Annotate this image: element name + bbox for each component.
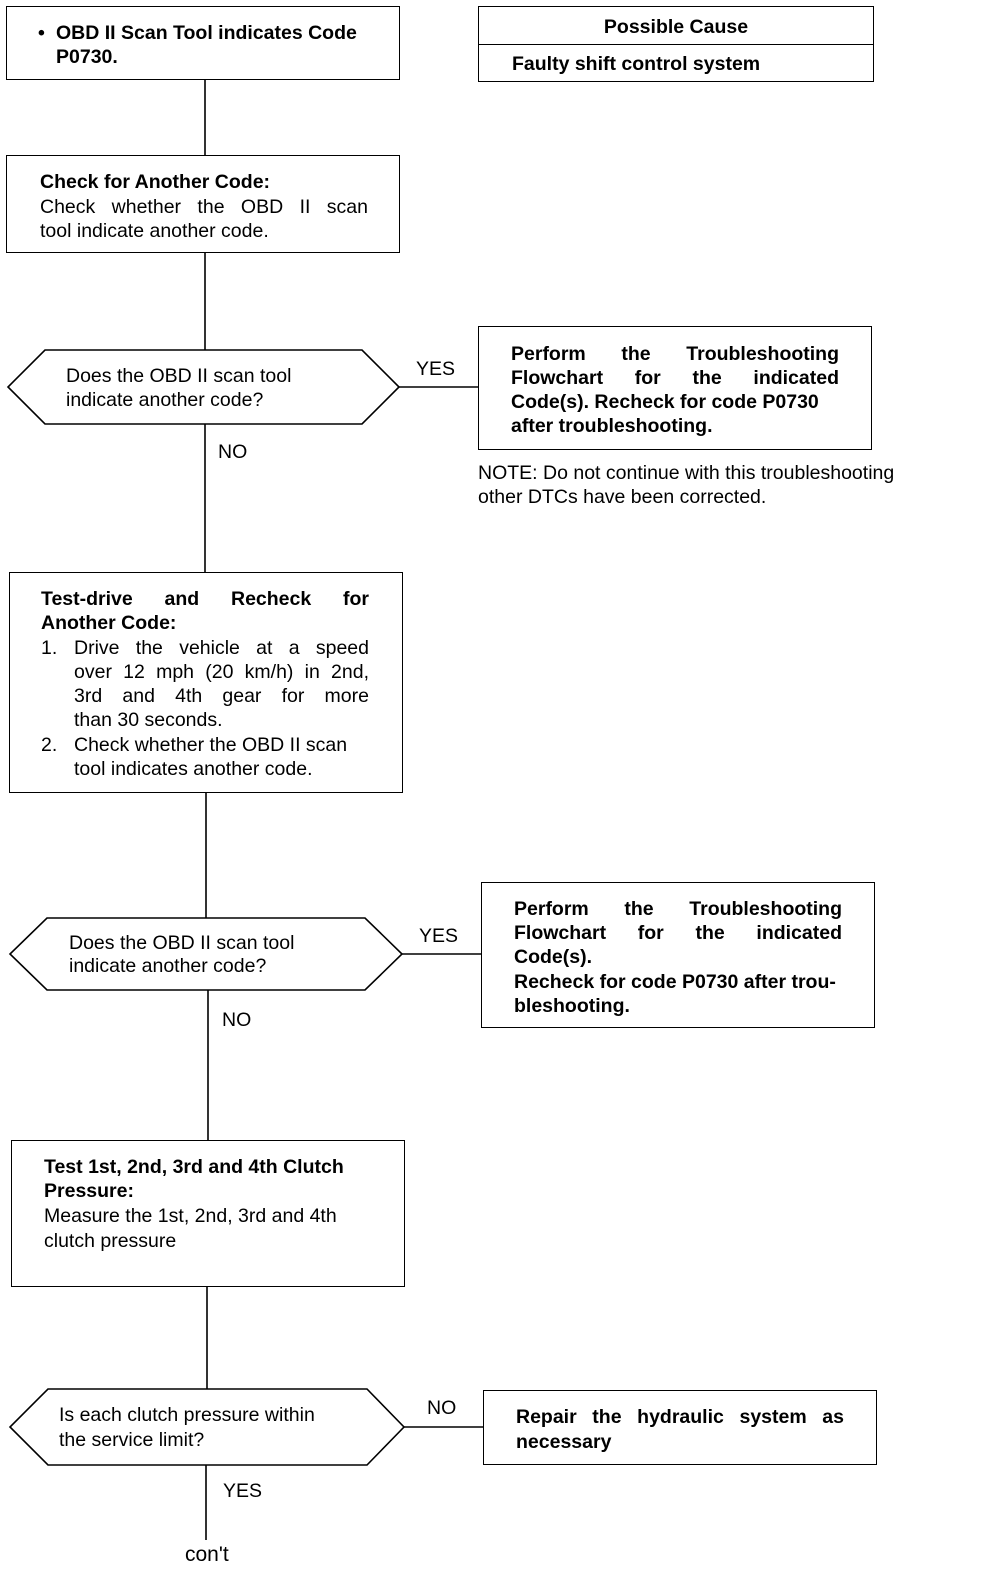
no-label: NO bbox=[427, 1397, 457, 1419]
step-title: Another Code: bbox=[41, 612, 177, 634]
test-drive-recheck-box: Test-drive and Recheck for Another Code:… bbox=[9, 572, 403, 793]
list-item-line: Check whether the OBD II scan bbox=[74, 734, 348, 756]
possible-cause-box: Possible Cause Faulty shift control syst… bbox=[478, 6, 874, 82]
step-title: Check for Another Code: bbox=[40, 171, 271, 193]
list-item-line: Drive the vehicle at a speed bbox=[74, 637, 369, 659]
list-number: 2. bbox=[41, 734, 58, 756]
decision-question-line: indicate another code? bbox=[66, 389, 264, 411]
start-text-line: P0730. bbox=[56, 46, 118, 68]
action-text-line: necessary bbox=[516, 1431, 612, 1453]
start-box: • OBD II Scan Tool indicates Code P0730. bbox=[6, 6, 400, 80]
clutch-pressure-test-box: Test 1st, 2nd, 3rd and 4th Clutch Pressu… bbox=[11, 1140, 405, 1287]
start-text-line: OBD II Scan Tool indicates Code bbox=[56, 22, 357, 44]
action-text-line: Code(s). Recheck for code P0730 bbox=[511, 391, 819, 413]
action-text-line: Perform the Troubleshooting bbox=[514, 898, 842, 920]
note-text-line: other DTCs have been corrected. bbox=[478, 486, 767, 508]
possible-cause-item: Faulty shift control system bbox=[512, 53, 761, 75]
action-text-line: after troubleshooting. bbox=[511, 415, 713, 437]
yes-label: YES bbox=[223, 1480, 263, 1502]
action-text-line: Repair the hydraulic system as bbox=[516, 1406, 844, 1428]
list-number: 1. bbox=[41, 637, 58, 659]
list-item-line: 3rd and 4th gear for more bbox=[74, 685, 369, 707]
step-text-line: Measure the 1st, 2nd, 3rd and 4th bbox=[44, 1205, 337, 1227]
decision-shape bbox=[6, 349, 401, 425]
no-label: NO bbox=[218, 441, 248, 463]
list-item-line: over 12 mph (20 km/h) in 2nd, bbox=[74, 661, 369, 683]
action-text-line: bleshooting. bbox=[514, 995, 630, 1017]
step-text-line: Check whether the OBD II scan bbox=[40, 196, 368, 218]
step-title: Pressure: bbox=[44, 1180, 134, 1202]
step-text-line: tool indicate another code. bbox=[40, 220, 269, 242]
yes-label: YES bbox=[419, 925, 459, 947]
decision-question-line: Does the OBD II scan tool bbox=[66, 365, 292, 387]
step-text-line: clutch pressure bbox=[44, 1230, 177, 1252]
action-text-line: Flowchart for the indicated bbox=[514, 922, 842, 944]
possible-cause-header: Possible Cause bbox=[603, 16, 749, 38]
repair-hydraulic-box: Repair the hydraulic system as necessary bbox=[483, 1390, 877, 1465]
action-text-line: Flowchart for the indicated bbox=[511, 367, 839, 389]
yes-label: YES bbox=[416, 358, 456, 380]
start-bullet: • bbox=[38, 22, 45, 44]
action-text-line: Recheck for code P0730 after trou- bbox=[514, 971, 836, 993]
action-text-line: Perform the Troubleshooting bbox=[511, 343, 839, 365]
perform-troubleshooting-box: Perform the Troubleshooting Flowchart fo… bbox=[481, 882, 875, 1028]
decision-question-line: Is each clutch pressure within bbox=[59, 1404, 315, 1426]
continued-label: con't bbox=[185, 1543, 229, 1566]
step-title: Test 1st, 2nd, 3rd and 4th Clutch bbox=[44, 1156, 344, 1178]
decision-question-line: Does the OBD II scan tool bbox=[69, 932, 295, 954]
step-title: Test-drive and Recheck for bbox=[41, 588, 369, 610]
note-text-line: NOTE: Do not continue with this troubles… bbox=[478, 462, 895, 484]
decision-shape bbox=[8, 1388, 406, 1466]
decision-question-line: indicate another code? bbox=[69, 955, 267, 977]
decision-shape bbox=[8, 917, 404, 991]
list-item-line: tool indicates another code. bbox=[74, 758, 313, 780]
list-item-line: than 30 seconds. bbox=[74, 709, 223, 731]
action-text-line: Code(s). bbox=[514, 946, 592, 968]
no-label: NO bbox=[222, 1009, 252, 1031]
perform-troubleshooting-box: Perform the Troubleshooting Flowchart fo… bbox=[478, 326, 872, 450]
check-another-code-box: Check for Another Code: Check whether th… bbox=[6, 155, 400, 253]
decision-question-line: the service limit? bbox=[59, 1429, 205, 1451]
possible-cause-divider bbox=[479, 44, 873, 45]
